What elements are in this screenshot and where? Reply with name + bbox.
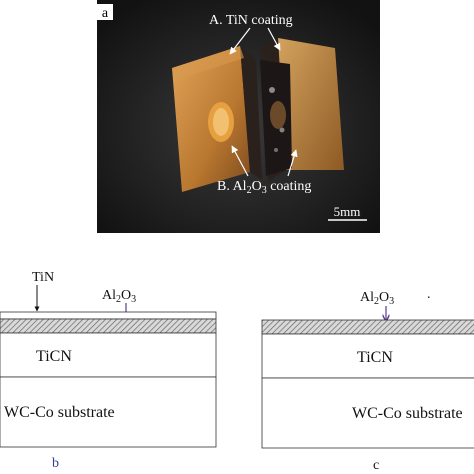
caption-c: c bbox=[373, 458, 379, 473]
left-insert bbox=[172, 46, 262, 192]
arrow-b-left bbox=[231, 145, 249, 177]
al2o3-coating-label: B. Al2O3 coating bbox=[217, 179, 311, 196]
al2o3-label-c: Al2O3 bbox=[360, 290, 394, 307]
arrow-a-left bbox=[229, 27, 251, 55]
arrow-a-right bbox=[267, 27, 281, 51]
caption-b: b bbox=[52, 456, 59, 471]
al2o3-layer-b bbox=[0, 318, 217, 334]
substrate-c bbox=[261, 377, 474, 449]
ticn-layer-c bbox=[261, 333, 474, 379]
panel-label-box bbox=[97, 4, 113, 20]
diagram-c: Al2O3 . TiCN WC-Co substrate c bbox=[261, 287, 474, 473]
substrate-label-b: WC-Co substrate bbox=[4, 404, 115, 421]
arrow-b-right bbox=[287, 149, 298, 177]
substrate-label-c: WC-Co substrate bbox=[352, 405, 463, 422]
scale-bar-label: 5mm bbox=[334, 204, 361, 219]
tin-coating-label: A. TiN coating bbox=[209, 13, 293, 28]
photo-panel: a A. TiN coating B. Al2O3 coating 5mm bbox=[97, 0, 380, 233]
substrate-b bbox=[0, 376, 217, 448]
ticn-label-b: TiCN bbox=[36, 348, 72, 365]
tin-layer bbox=[0, 311, 217, 320]
ticn-layer-b bbox=[0, 332, 217, 378]
al2o3-layer-c bbox=[261, 319, 474, 335]
panel-label-a: a bbox=[102, 6, 109, 21]
tin-top-label: TiN bbox=[32, 270, 54, 285]
ticn-label-c: TiCN bbox=[357, 349, 393, 366]
stray-dot: . bbox=[427, 287, 431, 302]
diagram-b: TiN Al2O3 TiCN WC-Co substrate b bbox=[0, 270, 217, 471]
al2o3-label-b: Al2O3 bbox=[102, 288, 136, 305]
right-insert bbox=[260, 38, 344, 182]
